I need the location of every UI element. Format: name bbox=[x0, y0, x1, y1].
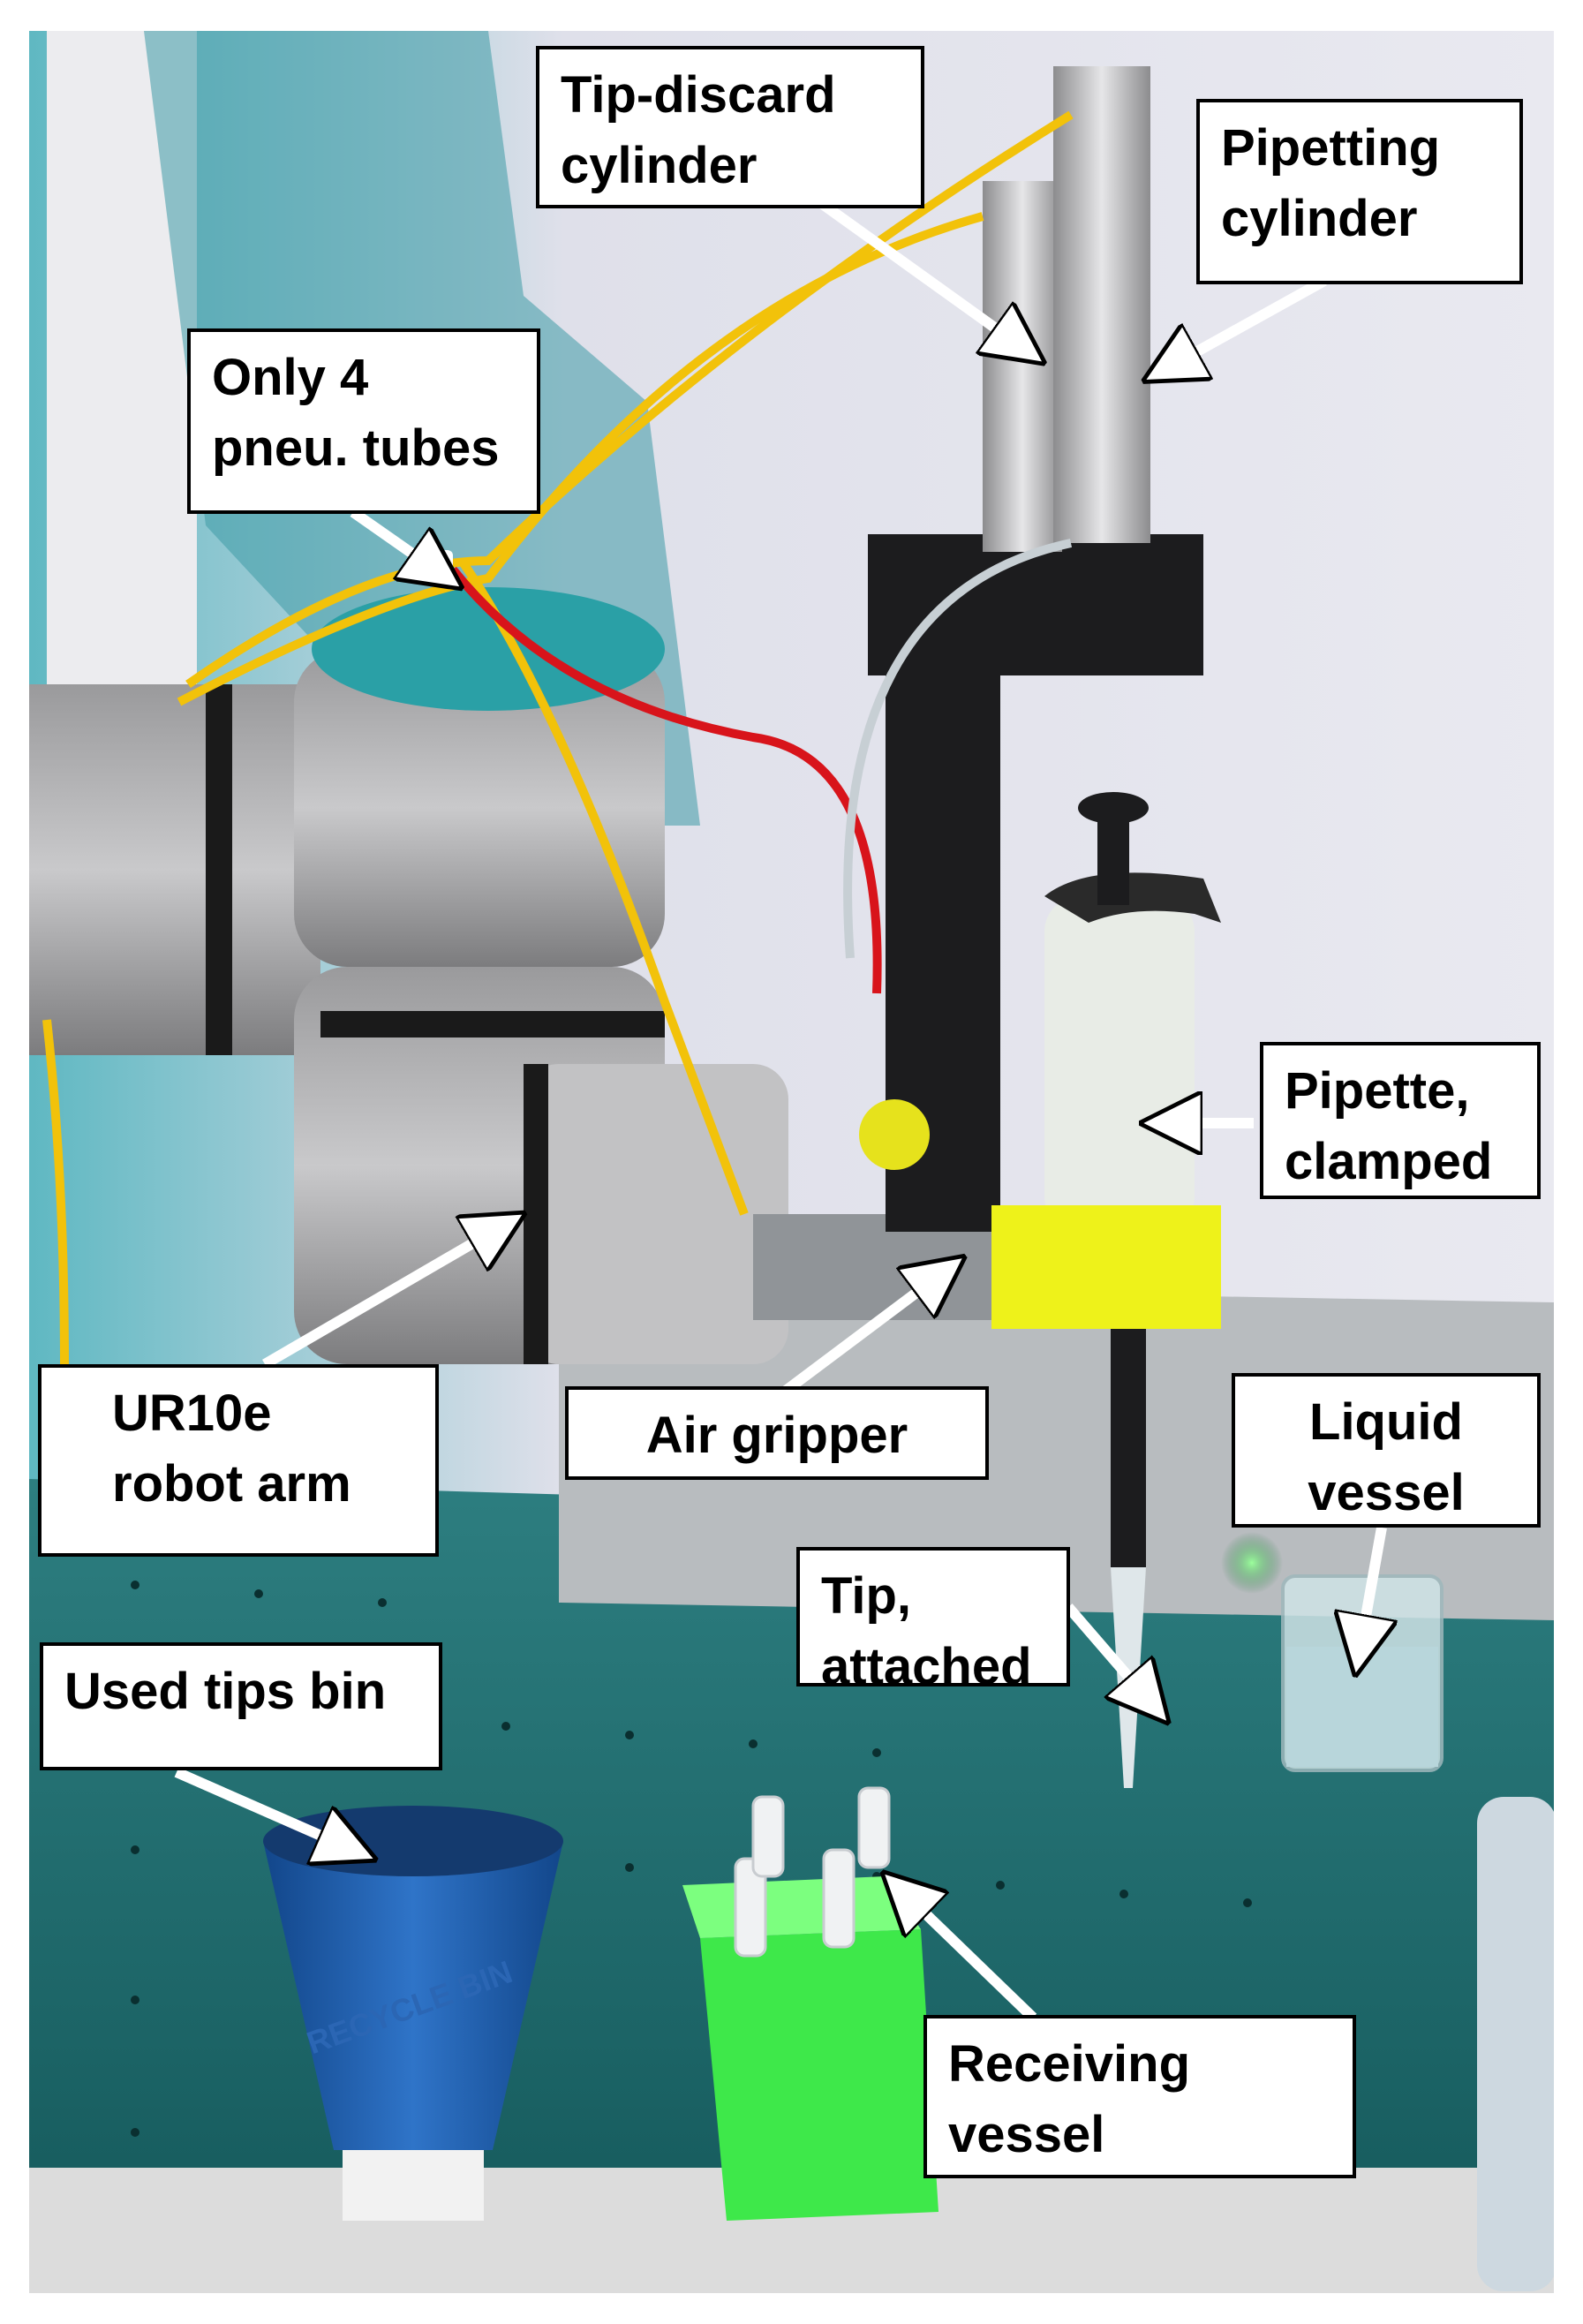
red-tube bbox=[449, 566, 882, 994]
pipette-yellow-clamp bbox=[991, 1205, 1221, 1329]
pipette-plunger-cap bbox=[1078, 792, 1149, 824]
label-tip-attached: Tip, attached bbox=[796, 1547, 1070, 1695]
arrow-tip-attached bbox=[1064, 1603, 1152, 1704]
clear-tube bbox=[843, 539, 1073, 959]
yellow-tube-2 bbox=[177, 212, 984, 706]
label-pipetting-cylinder: Pipetting cylinder bbox=[1196, 99, 1523, 284]
status-light bbox=[1221, 1532, 1283, 1594]
arrow-liquid-vessel bbox=[1360, 1526, 1382, 1651]
tablet-edge bbox=[1477, 1797, 1554, 2291]
black-mount-head bbox=[868, 534, 1203, 675]
used-tips-bin-cone bbox=[263, 1841, 563, 2150]
arm-black-band-2 bbox=[320, 1011, 665, 1038]
label-liquid-vessel: Liquid vessel bbox=[1232, 1373, 1541, 1528]
yellow-valve bbox=[859, 1099, 930, 1170]
arrow-receiving bbox=[901, 1890, 1037, 2022]
yellow-tube-left bbox=[42, 1019, 69, 1365]
green-tube-rack bbox=[700, 1929, 938, 2221]
label-pipette-clamped: Pipette, clamped bbox=[1260, 1042, 1541, 1199]
pipette-lower-shaft bbox=[1111, 1329, 1146, 1567]
arrow-pipetting bbox=[1165, 275, 1327, 369]
label-air-gripper: Air gripper bbox=[565, 1386, 989, 1480]
arrow-tip-discard bbox=[818, 199, 1024, 349]
pipetting-cylinder-body bbox=[1053, 66, 1150, 543]
label-used-tips-bin: Used tips bin bbox=[40, 1642, 442, 1770]
label-receiving-vessel: Receiving vessel bbox=[923, 2015, 1356, 2178]
pipette-plunger bbox=[1097, 808, 1129, 905]
yellow-tube-3 bbox=[457, 558, 749, 1216]
label-ur10e-arm: UR10e robot arm bbox=[38, 1364, 439, 1557]
arm-elbow bbox=[294, 649, 665, 967]
arm-wrist-ring bbox=[524, 1064, 788, 1364]
arrow-ur10e bbox=[261, 1226, 503, 1370]
label-tip-discard-cylinder: Tip-discard cylinder bbox=[536, 46, 924, 208]
arm-upper-link bbox=[29, 684, 320, 1055]
used-tips-bin-base bbox=[343, 2150, 484, 2221]
pipette-hook bbox=[1044, 872, 1221, 923]
label-pneumatic-tubes: Only 4 pneu. tubes bbox=[187, 328, 540, 514]
microtubes bbox=[734, 1786, 891, 1958]
arrow-used-tips bbox=[174, 1767, 353, 1850]
arrow-pneu-tubes bbox=[350, 508, 441, 574]
arrow-air-gripper bbox=[782, 1271, 945, 1395]
arm-black-band-1 bbox=[206, 684, 232, 1055]
